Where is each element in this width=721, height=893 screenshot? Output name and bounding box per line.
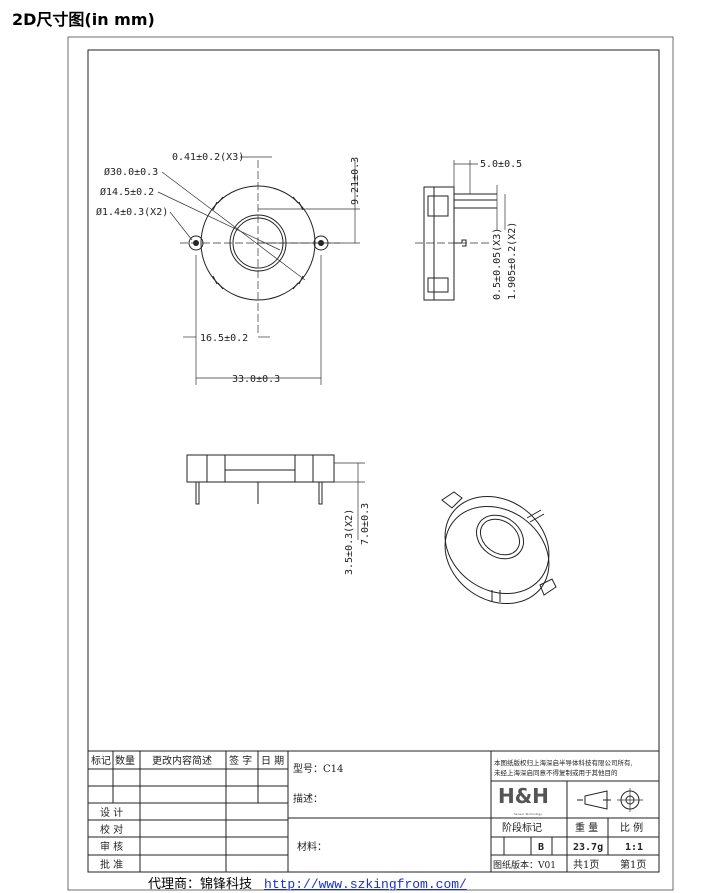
description-label: 描述： <box>293 792 323 805</box>
title-block-grid <box>87 750 660 873</box>
dim-pin-offset: 9.21±0.3 <box>350 157 361 205</box>
model-label: 型号：C14 <box>293 762 343 775</box>
agent-label: 代理商：锦锋科技 <box>148 877 253 892</box>
dim-pin-width: 0.41±0.2(X3) <box>172 152 244 163</box>
stage-value: B <box>538 842 544 853</box>
side-view <box>415 160 506 301</box>
material-label: 材料： <box>297 840 327 853</box>
drawing-version: 图纸版本：V01 <box>493 859 556 871</box>
logo-subtitle: Sensor Technology <box>514 812 542 816</box>
agent-info: 代理商：锦锋科技 http://www.szkingfrom.com/ <box>148 873 467 892</box>
outer-border <box>67 36 674 891</box>
scale-value: 1:1 <box>625 842 643 853</box>
header-date: 日 期 <box>261 755 284 767</box>
dim-pin-pitch: 1.905±0.2(X2) <box>507 222 518 300</box>
header-qty: 数量 <box>115 754 135 767</box>
dim-inner-dia: Ø14.5±0.2 <box>100 186 154 198</box>
weight-label: 重 量 <box>575 821 598 834</box>
total-pages: 共1页 <box>573 859 599 871</box>
header-change: 更改内容简述 <box>152 754 212 767</box>
copyright-line1: 本图纸版权归上海深启半导体科技有限公司所有, <box>494 758 633 767</box>
stage-label: 阶段标记 <box>502 821 542 834</box>
copyright-line2: 未经上海深启同意不得复制或用于其他目的 <box>494 768 618 777</box>
page-title: 2D尺寸图(in mm) <box>12 10 155 29</box>
page-number: 第1页 <box>620 858 646 871</box>
isometric-view <box>441 491 557 605</box>
role-check: 校 对 <box>100 823 123 836</box>
inner-border <box>87 49 660 873</box>
scale-label: 比 例 <box>620 821 643 834</box>
agent-link[interactable]: http://www.szkingfrom.com/ <box>264 877 467 892</box>
dim-pin-thickness: 0.5±0.05(X3) <box>492 228 503 300</box>
projection-symbol-icon <box>577 788 643 812</box>
dim-total-height: 7.0±0.3 <box>360 503 371 545</box>
weight-value: 23.7g <box>573 842 603 853</box>
header-sign: 签 字 <box>229 754 252 767</box>
dim-outer-dia: Ø30.0±0.3 <box>104 166 158 178</box>
role-review: 审 核 <box>100 840 123 853</box>
top-view <box>157 156 360 385</box>
dim-hole-dia: Ø1.4±0.3(X2) <box>96 206 168 218</box>
role-approve: 批 准 <box>100 858 123 871</box>
dim-hole-span: 33.0±0.3 <box>232 374 280 385</box>
dim-ear-pin: 3.5±0.3(X2) <box>344 509 355 575</box>
dim-pin-length: 5.0±0.5 <box>480 159 522 170</box>
role-design: 设 计 <box>100 806 123 819</box>
front-view <box>186 454 365 540</box>
company-logo: H&H <box>498 784 549 808</box>
header-mark: 标记 <box>91 755 111 767</box>
dim-half-span: 16.5±0.2 <box>200 333 248 344</box>
